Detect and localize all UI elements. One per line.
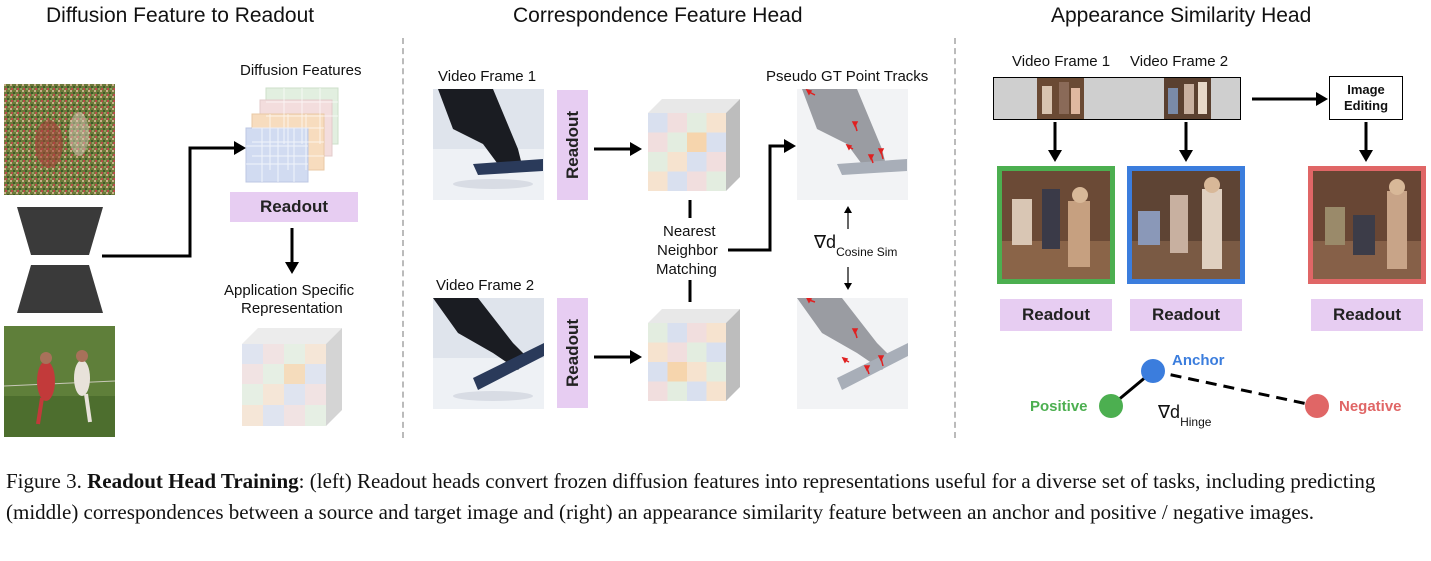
left-readout-box: Readout <box>230 192 358 222</box>
video-frame-2-label: Video Frame 2 <box>436 277 535 294</box>
feature-cube-top <box>648 99 740 191</box>
negative-label: Negative <box>1339 398 1402 415</box>
positive-readout-label: Readout <box>1022 305 1090 324</box>
negative-frame-image <box>1308 166 1426 284</box>
caption-prefix: Figure 3. <box>6 469 88 493</box>
image-editing-line2: Editing <box>1343 98 1389 113</box>
arrow-to-cube-top <box>594 142 642 156</box>
anchor-readout-box: Readout <box>1130 299 1242 331</box>
diffusion-features-grids <box>245 87 339 183</box>
anchor-point <box>1141 359 1165 383</box>
feature-cube-bottom <box>648 309 740 401</box>
video-frame-1-label: Video Frame 1 <box>438 68 537 85</box>
right-panel-title: Appearance Similarity Head <box>1051 4 1312 27</box>
down-arrow-positive <box>1048 122 1062 162</box>
negative-readout-label: Readout <box>1333 305 1401 324</box>
negative-point <box>1305 394 1329 418</box>
readout-down-arrow <box>285 228 299 274</box>
cosine-grad-symbol: ∇d <box>814 232 837 252</box>
pseudo-gt-image-top <box>797 89 908 200</box>
app-specific-label-line1: Application Specific <box>224 282 355 299</box>
nn-label-line3: Matching <box>656 261 717 278</box>
middle-panel-title: Correspondence Feature Head <box>513 4 803 27</box>
divider-left <box>402 38 404 438</box>
cosine-grad-sub: Cosine Sim <box>836 245 898 259</box>
positive-readout-box: Readout <box>1000 299 1112 331</box>
pseudo-gt-label: Pseudo GT Point Tracks <box>766 68 929 85</box>
noisy-image-top <box>4 84 115 195</box>
right-frame2-label: Video Frame 2 <box>1130 53 1229 70</box>
diffusion-model-icon <box>17 207 103 315</box>
input-image-bottom <box>4 326 115 437</box>
filmstrip-frame-2 <box>1164 78 1211 119</box>
positive-frame-image <box>997 166 1115 284</box>
nn-label-line1: Nearest <box>663 223 716 240</box>
middle-readout-top-label: Readout <box>562 111 582 179</box>
image-editing-box: Image Editing <box>1329 76 1403 120</box>
caption-text: : (left) Readout heads convert frozen di… <box>6 469 1376 524</box>
down-arrow-negative <box>1359 122 1373 162</box>
hinge-grad-symbol: ∇d <box>1158 402 1181 422</box>
middle-readout-bottom-label: Readout <box>562 319 582 387</box>
cosine-grad-label: ∇dCosine Sim <box>814 232 897 259</box>
left-panel-title: Diffusion Feature to Readout <box>46 4 315 27</box>
arrow-to-cube-bottom <box>594 350 642 364</box>
video-frame-1-image <box>433 89 544 200</box>
triplet-embedding-diagram <box>1099 359 1329 418</box>
video-frame-2-image <box>433 298 544 409</box>
hinge-grad-label: ∇dHinge <box>1158 402 1211 429</box>
figure-caption: Figure 3. Readout Head Training: (left) … <box>6 466 1406 528</box>
nn-to-tracks-arrow <box>728 139 796 252</box>
pseudo-gt-image-bottom <box>797 298 908 409</box>
down-arrow-anchor <box>1179 122 1193 162</box>
filmstrip-to-editing-arrow <box>1252 92 1328 106</box>
middle-readout-top: Readout <box>557 90 588 200</box>
left-readout-label: Readout <box>260 197 328 216</box>
nn-connector-lines <box>688 200 692 302</box>
model-to-features-arrow <box>102 141 246 258</box>
caption-bold: Readout Head Training <box>87 469 299 493</box>
negative-readout-box: Readout <box>1311 299 1423 331</box>
nn-label-line2: Neighbor <box>657 242 718 259</box>
anchor-label: Anchor <box>1172 352 1225 369</box>
app-specific-label-line2: Representation <box>241 300 343 317</box>
cosine-grad-arrows <box>844 206 852 290</box>
image-editing-line1: Image <box>1347 82 1385 97</box>
positive-label: Positive <box>1030 398 1088 415</box>
positive-point <box>1099 394 1123 418</box>
divider-right <box>954 38 956 438</box>
middle-readout-bottom: Readout <box>557 298 588 408</box>
filmstrip-frame-1 <box>1037 78 1084 119</box>
right-frame1-label: Video Frame 1 <box>1012 53 1111 70</box>
hinge-grad-sub: Hinge <box>1180 415 1212 429</box>
anchor-readout-label: Readout <box>1152 305 1220 324</box>
anchor-frame-image <box>1127 166 1245 284</box>
diffusion-features-label: Diffusion Features <box>240 62 362 79</box>
app-specific-cube <box>242 328 342 426</box>
